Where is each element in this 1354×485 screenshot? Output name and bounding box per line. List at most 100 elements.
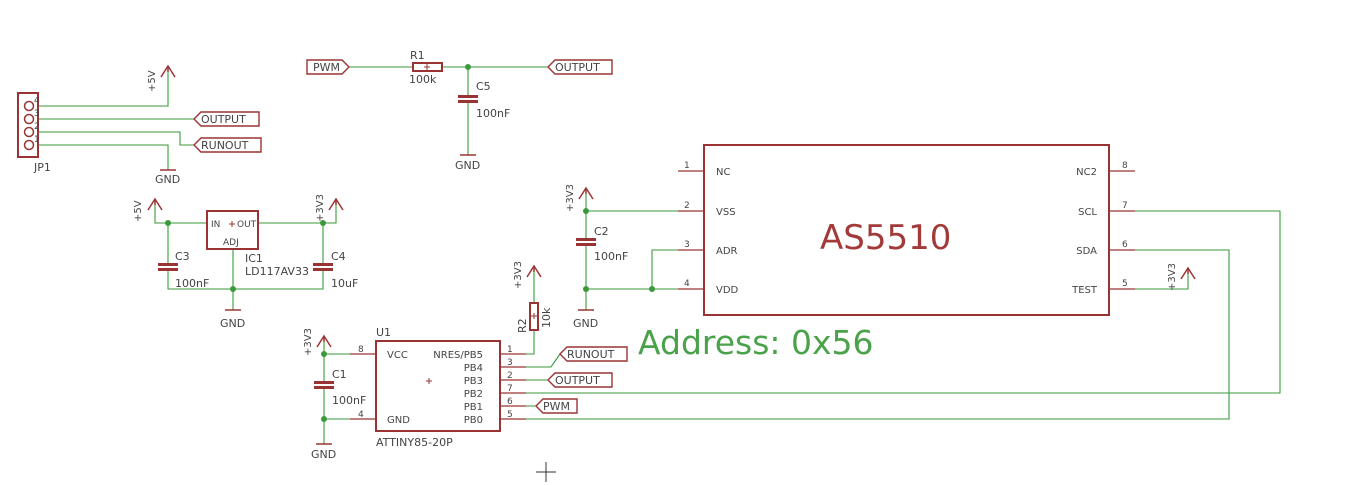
- crosshair-cursor-icon: [536, 462, 556, 482]
- power-label: +3V3: [513, 261, 524, 289]
- pin-name: PB3: [464, 376, 483, 387]
- power-3v3-icon: +3V3: [303, 328, 332, 356]
- junction-dot: [583, 208, 589, 214]
- part-value: 100nF: [332, 394, 366, 407]
- ground-icon: GND: [311, 443, 336, 461]
- pin-name: SCL: [1078, 207, 1097, 218]
- part-name: R2: [516, 318, 529, 333]
- wire-c3-bot: [167, 271, 324, 290]
- as5510-chip: 1 2 3 4 NC VSS ADR VDD 8 7 6 5 NC2 SCL S…: [678, 144, 1135, 316]
- c1-capacitor: C1 100nF: [314, 368, 366, 407]
- pin-name: VCC: [387, 350, 408, 361]
- pin-number: 6: [1122, 240, 1128, 250]
- pin-name: PB4: [464, 363, 483, 374]
- junction-dot: [649, 286, 655, 292]
- ground-icon: GND: [220, 309, 245, 330]
- pin-name: NRES/PB5: [433, 350, 483, 361]
- power-5v-icon: +5V: [133, 197, 163, 222]
- pin-number: 2: [507, 371, 513, 381]
- net-label-output-jp: OUTPUT: [193, 111, 260, 127]
- part-name: C2: [594, 225, 609, 238]
- c3-capacitor: C3 100nF: [158, 250, 209, 290]
- c2-capacitor: C2 100nF: [576, 225, 628, 263]
- wire-scl: [500, 210, 1281, 394]
- pin-name: TEST: [1071, 285, 1098, 296]
- junction-dot: [320, 220, 326, 226]
- part-value: 100nF: [476, 107, 510, 120]
- part-value: ATTINY85-20P: [376, 436, 453, 449]
- part-value: 100k: [409, 73, 437, 86]
- net-label-runout-jp: RUNOUT: [193, 137, 262, 153]
- c4-capacitor: C4 10uF: [313, 250, 358, 290]
- pin-name: PB0: [464, 415, 483, 426]
- net-label-pwm-u1: PWM: [535, 398, 578, 414]
- pin-name: GND: [387, 415, 410, 426]
- pin-number: 3: [34, 109, 40, 119]
- part-value: 100nF: [175, 277, 209, 290]
- wire-test-3v3: [1110, 274, 1189, 290]
- part-value: LD117AV33: [245, 265, 309, 278]
- pin-name: SDA: [1076, 246, 1097, 257]
- pin-number: 7: [507, 384, 513, 394]
- pin-number: 4: [358, 410, 364, 420]
- part-value: 100nF: [594, 250, 628, 263]
- pin-number: 8: [358, 345, 364, 355]
- pin-name: VDD: [716, 285, 739, 296]
- power-label: +5V: [147, 70, 158, 92]
- net-label-output-top: OUTPUT: [547, 59, 613, 75]
- ground-icon: GND: [573, 309, 598, 330]
- net-label-runout-u1: RUNOUT: [559, 346, 628, 362]
- wire-out-3v3: [258, 205, 337, 224]
- ground-icon: GND: [455, 154, 480, 172]
- wire-jp-pin1: [38, 144, 169, 170]
- power-label: GND: [573, 317, 598, 330]
- power-label: +5V: [133, 200, 144, 222]
- net-label-text: RUNOUT: [201, 139, 249, 152]
- net-label-pwm-top: PWM: [306, 59, 350, 75]
- junctions: [165, 64, 655, 422]
- pin-number: 1: [684, 161, 690, 171]
- part-name: U1: [376, 326, 391, 339]
- net-label-text: RUNOUT: [567, 348, 615, 361]
- pin-number: 1: [507, 345, 513, 355]
- power-label: +3V3: [303, 328, 314, 356]
- part-value: 10k: [540, 307, 553, 328]
- ic1-regulator: IN OUT ADJ IC1 LD117AV33: [206, 210, 309, 278]
- pin-number: 3: [507, 358, 513, 368]
- pin-number: 7: [1122, 201, 1128, 211]
- pin-number: 5: [1122, 279, 1128, 289]
- pin-name: VSS: [716, 207, 736, 218]
- junction-dot: [321, 351, 327, 357]
- net-label-text: OUTPUT: [201, 113, 246, 126]
- power-label: GND: [220, 317, 245, 330]
- power-label: GND: [311, 448, 336, 461]
- wires: [38, 66, 1281, 444]
- part-name: JP1: [33, 161, 51, 174]
- power-3v3-icon: +3V3: [1167, 263, 1196, 291]
- net-label-text: PWM: [313, 61, 340, 74]
- pin-number: 6: [507, 397, 513, 407]
- pin-name: NC: [716, 167, 730, 178]
- ground-icon: GND: [155, 169, 180, 186]
- pin-name: OUT: [237, 220, 257, 230]
- power-3v3-icon: +3V3: [513, 261, 542, 289]
- pin-number: 4: [34, 96, 40, 106]
- part-name: C1: [332, 368, 347, 381]
- pin-number: 5: [507, 410, 513, 420]
- power-label: +3V3: [315, 194, 326, 222]
- chip-title: AS5510: [820, 218, 951, 258]
- junction-dot: [230, 286, 236, 292]
- net-label-text: OUTPUT: [555, 61, 600, 74]
- power-3v3-icon: +3V3: [565, 184, 594, 212]
- pin-number: 2: [684, 201, 690, 211]
- pin-number: 2: [34, 122, 40, 132]
- power-label: +3V3: [1167, 263, 1178, 291]
- junction-dot: [165, 220, 171, 226]
- r1-resistor: R1 100k: [409, 49, 443, 86]
- net-label-text: OUTPUT: [555, 374, 600, 387]
- junction-dot: [583, 286, 589, 292]
- pin-name: IN: [211, 220, 220, 230]
- r2-resistor: R2 10k: [516, 302, 553, 333]
- part-name: C3: [175, 250, 190, 263]
